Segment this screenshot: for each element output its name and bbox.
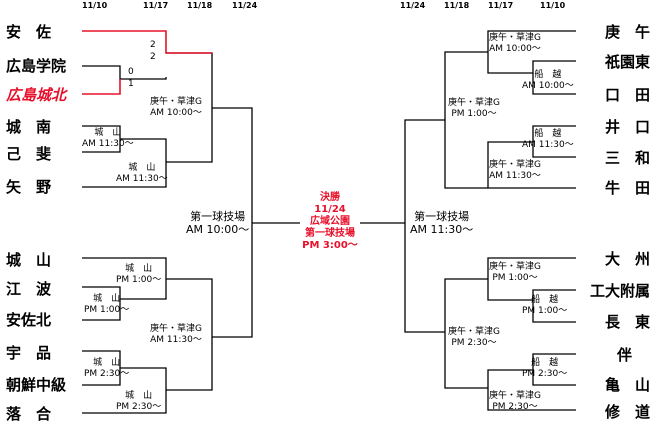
line-l-ebanami <box>82 299 121 321</box>
team-asa: 安 佐 <box>6 23 52 41</box>
team-kameyama: 亀 山 <box>604 376 650 394</box>
line-r-q2 <box>444 278 488 389</box>
score-gakuin-1: 0 <box>128 67 134 77</box>
team-yano: 矢 野 <box>6 178 52 196</box>
line-l-q2 <box>166 278 213 391</box>
final-date: 11/24 <box>314 204 346 215</box>
team-ushita: 牛 田 <box>604 179 650 197</box>
team-hiroshima-gakuin: 広島学院 <box>6 57 67 75</box>
line-r-nagatsuka <box>532 289 576 323</box>
team-kodai: 工大附属 <box>589 282 650 300</box>
score-asa-2: 2 <box>150 52 156 62</box>
date-left-4: 11/24 <box>232 1 258 10</box>
team-ochiai: 落 合 <box>6 405 52 423</box>
team-ban: 伴 <box>616 346 632 364</box>
date-left-2: 11/17 <box>143 1 169 10</box>
date-right-4: 11/10 <box>540 1 566 10</box>
line-l-jyoyama <box>82 257 167 300</box>
team-chosen: 朝鮮中級 <box>6 376 67 394</box>
score-asa-1: 2 <box>150 40 156 50</box>
final-venue-1: 広域公園 <box>310 216 350 227</box>
date-right-2: 11/18 <box>444 1 470 10</box>
line-r-s1 <box>404 119 445 333</box>
final-title: 決勝 <box>320 192 340 203</box>
line-r-ushita <box>487 141 576 189</box>
team-ujina: 宇 品 <box>6 344 52 362</box>
team-nagatsuka: 長 東 <box>604 313 650 331</box>
team-hiroshima-johoku: 広島城北 <box>6 86 67 104</box>
final-time: PM 3:00〜 <box>302 240 358 251</box>
team-koi-r: 庚 午 <box>604 23 650 41</box>
team-eba: 江 波 <box>6 280 52 298</box>
team-jyoyama: 城 山 <box>6 251 52 269</box>
line-winner-asa <box>82 30 212 54</box>
team-gion-higashi: 祇園東 <box>604 53 650 71</box>
date-right-1: 11/24 <box>400 1 426 10</box>
team-kuchita: 口 田 <box>604 86 650 104</box>
team-shudo: 修 道 <box>604 403 650 421</box>
final-info: 決勝 11/24 広域公園 第一球技場 PM 3:00〜 <box>290 192 370 252</box>
team-iguchi: 井 口 <box>604 118 650 136</box>
team-koi: 己 斐 <box>6 145 52 163</box>
score-gakuin-2: 1 <box>128 79 134 89</box>
line-r-q1 <box>444 51 488 189</box>
team-miwa: 三 和 <box>604 149 650 167</box>
team-jonan: 城 南 <box>6 118 52 136</box>
line-r-shudo <box>487 369 576 411</box>
line-winner-jyohoku <box>82 79 121 95</box>
team-daishu: 大 州 <box>604 250 650 268</box>
date-left-1: 11/10 <box>82 1 108 10</box>
line-gakuin <box>82 65 167 80</box>
team-asakita: 安佐北 <box>6 311 52 329</box>
line-jonan-out <box>82 138 167 188</box>
final-venue-2: 第一球技場 <box>305 228 355 239</box>
date-left-3: 11/18 <box>187 1 213 10</box>
date-right-3: 11/17 <box>488 1 514 10</box>
line-r-kuchita <box>532 60 576 95</box>
